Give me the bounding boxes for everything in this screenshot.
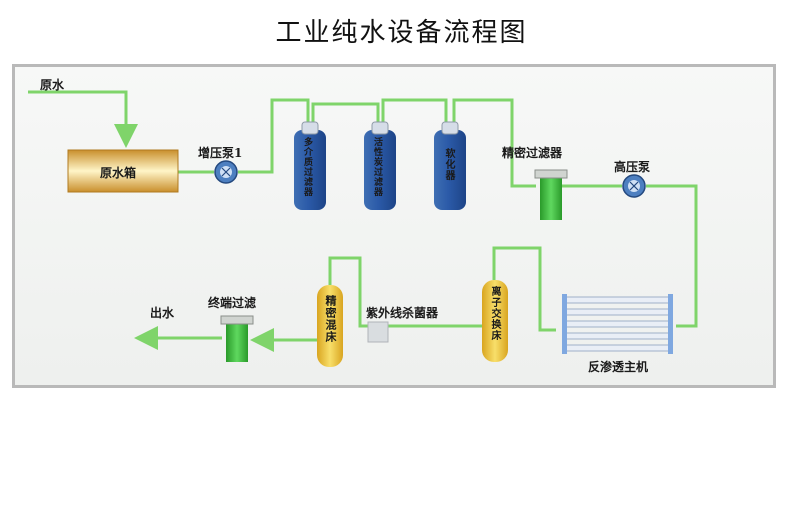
label-softener: 软化器 — [443, 148, 454, 181]
label-terminal-filter: 终端过滤 — [208, 296, 257, 310]
pipe-booster-to-mmf — [238, 98, 310, 174]
label-raw-tank: 原水箱 — [100, 166, 137, 180]
label-multi-media-filter: 多介质过滤器 — [302, 137, 312, 197]
precision-filter — [534, 169, 568, 220]
mixed-bed — [317, 285, 343, 367]
pipe-acf-to-softener — [381, 98, 448, 122]
multi-media-filter — [294, 121, 326, 210]
softener — [434, 121, 466, 210]
pipe-ion-to-mb — [328, 256, 486, 328]
label-water-out: 出水 — [150, 306, 175, 320]
diagram-title: 工业纯水设备流程图 — [275, 18, 528, 48]
label-mixed-bed: 精密混床 — [324, 295, 337, 343]
pipe-network — [28, 90, 698, 352]
ro-unit — [562, 294, 673, 354]
high-pressure-pump — [622, 174, 646, 198]
label-carbon-filter: 活性炭过滤器 — [372, 137, 382, 197]
pipe-hpp-to-ro — [646, 184, 698, 328]
pipe-softener-to-pf — [452, 98, 536, 188]
pipe-mmf-to-acf — [311, 102, 380, 122]
pipe-ro-to-ion — [492, 246, 556, 332]
label-ion-exchange-bed: 离子交换床 — [489, 286, 500, 341]
label-high-pressure-pump: 高压泵 — [614, 160, 651, 174]
raw-water-tank — [67, 149, 179, 193]
label-precision-filter: 精密过滤器 — [502, 146, 563, 160]
ion-exchange-bed — [482, 280, 508, 362]
label-booster-pump: 增压泵1 — [198, 146, 243, 160]
label-ro-unit: 反渗透主机 — [588, 360, 649, 374]
label-raw-water: 原水 — [40, 78, 65, 92]
booster-pump — [214, 160, 238, 184]
label-uv-sterilizer: 紫外线杀菌器 — [366, 306, 439, 320]
pipe-raw-in — [28, 90, 138, 148]
activated-carbon-filter — [364, 121, 396, 210]
terminal-filter — [220, 315, 254, 362]
uv-sterilizer — [367, 321, 389, 343]
